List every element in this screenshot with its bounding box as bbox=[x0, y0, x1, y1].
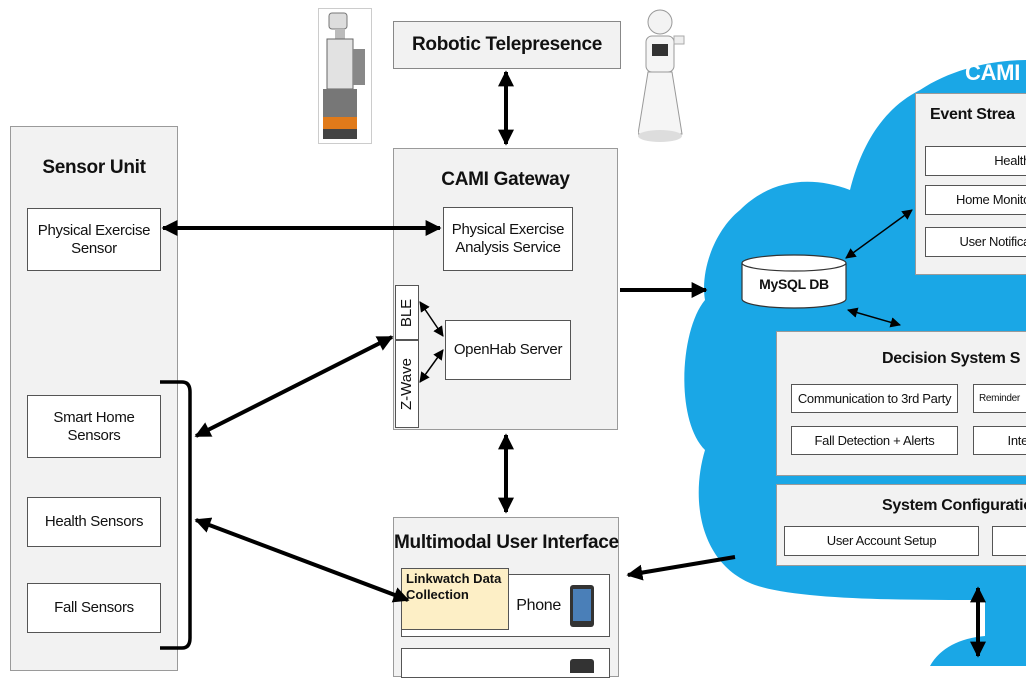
event-item-user-notification: User Notifica bbox=[925, 227, 1026, 257]
arrow-zwave-openhab bbox=[419, 349, 444, 383]
user-account-setup-label: User Account Setup bbox=[826, 533, 937, 549]
config-item-2-box bbox=[992, 526, 1026, 556]
decision-system-title: Decision System S bbox=[882, 350, 1021, 367]
event-stream-title: Event Strea bbox=[930, 106, 1015, 123]
multimodal-ui-title: Multimodal User Interface bbox=[394, 532, 619, 553]
physical-exercise-analysis-service-box: Physical Exercise Analysis Service bbox=[443, 207, 573, 271]
robot-image-left bbox=[318, 8, 372, 144]
zwave-label-box: Z-Wave bbox=[395, 340, 419, 428]
physical-exercise-sensor-box: Physical Exercise Sensor bbox=[27, 208, 161, 271]
event-item-home-monitoring: Home Monito bbox=[925, 185, 1026, 215]
robotic-telepresence-box: Robotic Telepresence bbox=[393, 21, 621, 69]
phone-icon bbox=[570, 584, 594, 627]
event-item-health-label: Health bbox=[994, 153, 1026, 169]
event-item-home-monitoring-label: Home Monito bbox=[955, 192, 1026, 208]
robot-image-right bbox=[637, 6, 692, 146]
fall-sensors-label: Fall Sensors bbox=[54, 599, 134, 616]
arrow-ble-openhab bbox=[419, 301, 444, 337]
cami-cloud-title: CAMI bbox=[965, 60, 1021, 85]
communication-3rd-party-label: Communication to 3rd Party bbox=[797, 390, 952, 406]
physical-exercise-analysis-service-label: Physical Exercise Analysis Service bbox=[451, 221, 565, 256]
linkwatch-data-collection-box: Linkwatch Data Collection bbox=[401, 568, 509, 630]
arrow-db-event bbox=[845, 209, 913, 259]
sensor-bracket bbox=[160, 380, 192, 650]
cami-gateway-title: CAMI Gateway bbox=[441, 169, 570, 190]
linkwatch-label: Linkwatch Data Collection bbox=[406, 571, 502, 603]
phone-label: Phone bbox=[516, 596, 561, 614]
smart-home-sensors-box: Smart Home Sensors bbox=[27, 395, 161, 458]
communication-3rd-party-box: Communication to 3rd Party bbox=[791, 384, 958, 413]
mysql-db-label: MySQL DB bbox=[759, 276, 829, 292]
user-account-setup-box: User Account Setup bbox=[784, 526, 979, 556]
smart-home-sensors-label: Smart Home Sensors bbox=[53, 408, 135, 444]
intervention-box: Inte bbox=[973, 426, 1026, 455]
openhab-server-label: OpenHab Server bbox=[453, 341, 563, 358]
intervention-label: Inte bbox=[1007, 432, 1026, 448]
reminder-label: Reminder bbox=[979, 392, 1020, 404]
arrow-health-linkwatch bbox=[194, 517, 410, 603]
physical-exercise-sensor-label: Physical Exercise Sensor bbox=[37, 221, 151, 257]
cami-gateway-panel: CAMI Gateway bbox=[393, 148, 618, 430]
event-item-user-notification-label: User Notifica bbox=[959, 234, 1026, 250]
openhab-server-box: OpenHab Server bbox=[445, 320, 571, 380]
system-configuration-title: System Configuratio bbox=[882, 497, 1026, 514]
fall-sensors-box: Fall Sensors bbox=[27, 583, 161, 633]
sensor-unit-title: Sensor Unit bbox=[42, 157, 146, 178]
event-item-health: Health bbox=[925, 146, 1026, 176]
fall-detection-alerts-box: Fall Detection + Alerts bbox=[791, 426, 958, 455]
health-sensors-label: Health Sensors bbox=[44, 513, 144, 530]
fall-detection-alerts-label: Fall Detection + Alerts bbox=[814, 432, 935, 448]
health-sensors-box: Health Sensors bbox=[27, 497, 161, 547]
mysql-db-cylinder bbox=[741, 254, 847, 309]
arrow-smart-home-gateway bbox=[194, 335, 394, 438]
robotic-telepresence-title: Robotic Telepresence bbox=[411, 33, 603, 55]
arrow-db-decision bbox=[846, 307, 902, 328]
reminder-box: Reminder bbox=[973, 384, 1026, 413]
arrow-cloud-ui bbox=[626, 555, 736, 581]
ble-label-box: BLE bbox=[395, 285, 419, 340]
